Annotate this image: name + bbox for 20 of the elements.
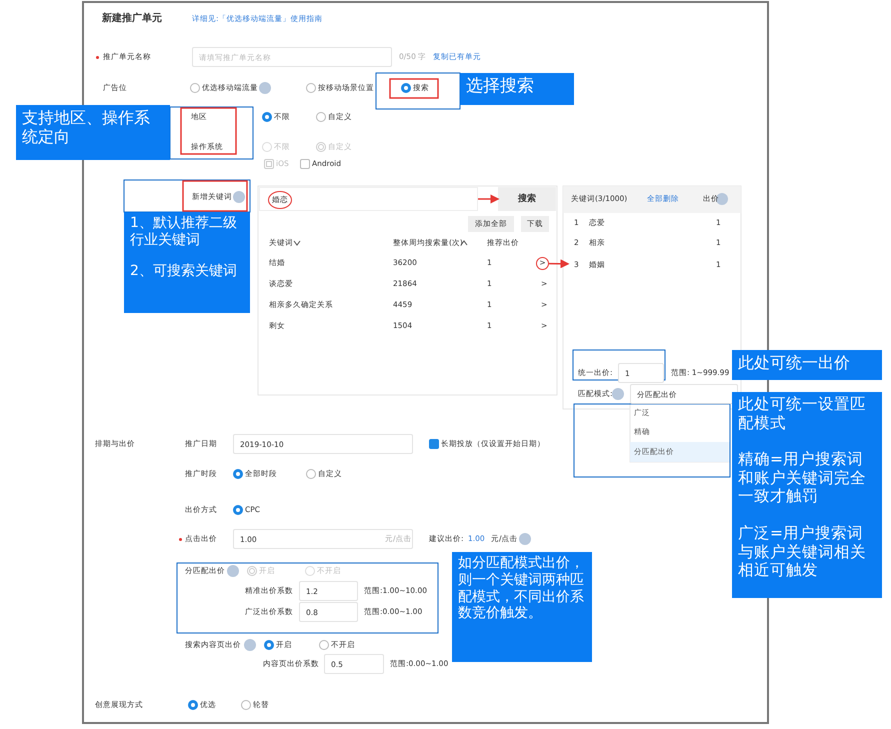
callout-box [124, 212, 250, 313]
callout-text: 精确=用户搜索词和账户关键词完全一致才触罚 [738, 450, 867, 506]
callout-box [452, 552, 592, 662]
callout-text: 选择搜索 [466, 76, 535, 96]
callout-box [16, 105, 170, 160]
callout-text: 广泛=用户搜索词与账户关键词相关相近可触发 [738, 524, 867, 580]
callout-box [732, 392, 882, 598]
callout-text: 1、默认推荐二级行业关键词 [130, 215, 238, 249]
callout-text: 如分匹配模式出价，则一个关键词两种匹配模式，不同出价系数竞价触发。 [458, 555, 585, 622]
callout-box [460, 73, 574, 105]
search-input [259, 187, 478, 211]
arrow [548, 259, 570, 268]
callout-text: 2、可搜索关键词 [130, 262, 238, 280]
page-title: 新建推广单元 [102, 13, 162, 25]
callout-box [732, 350, 882, 380]
arrow [478, 194, 500, 204]
callout-text: 支持地区、操作系统定向 [22, 108, 151, 146]
search-button: 搜索 [498, 187, 556, 211]
callout-text: 此处可统一出价 [738, 353, 851, 372]
callout-text: 此处可统一设置匹配模式 [738, 395, 867, 432]
